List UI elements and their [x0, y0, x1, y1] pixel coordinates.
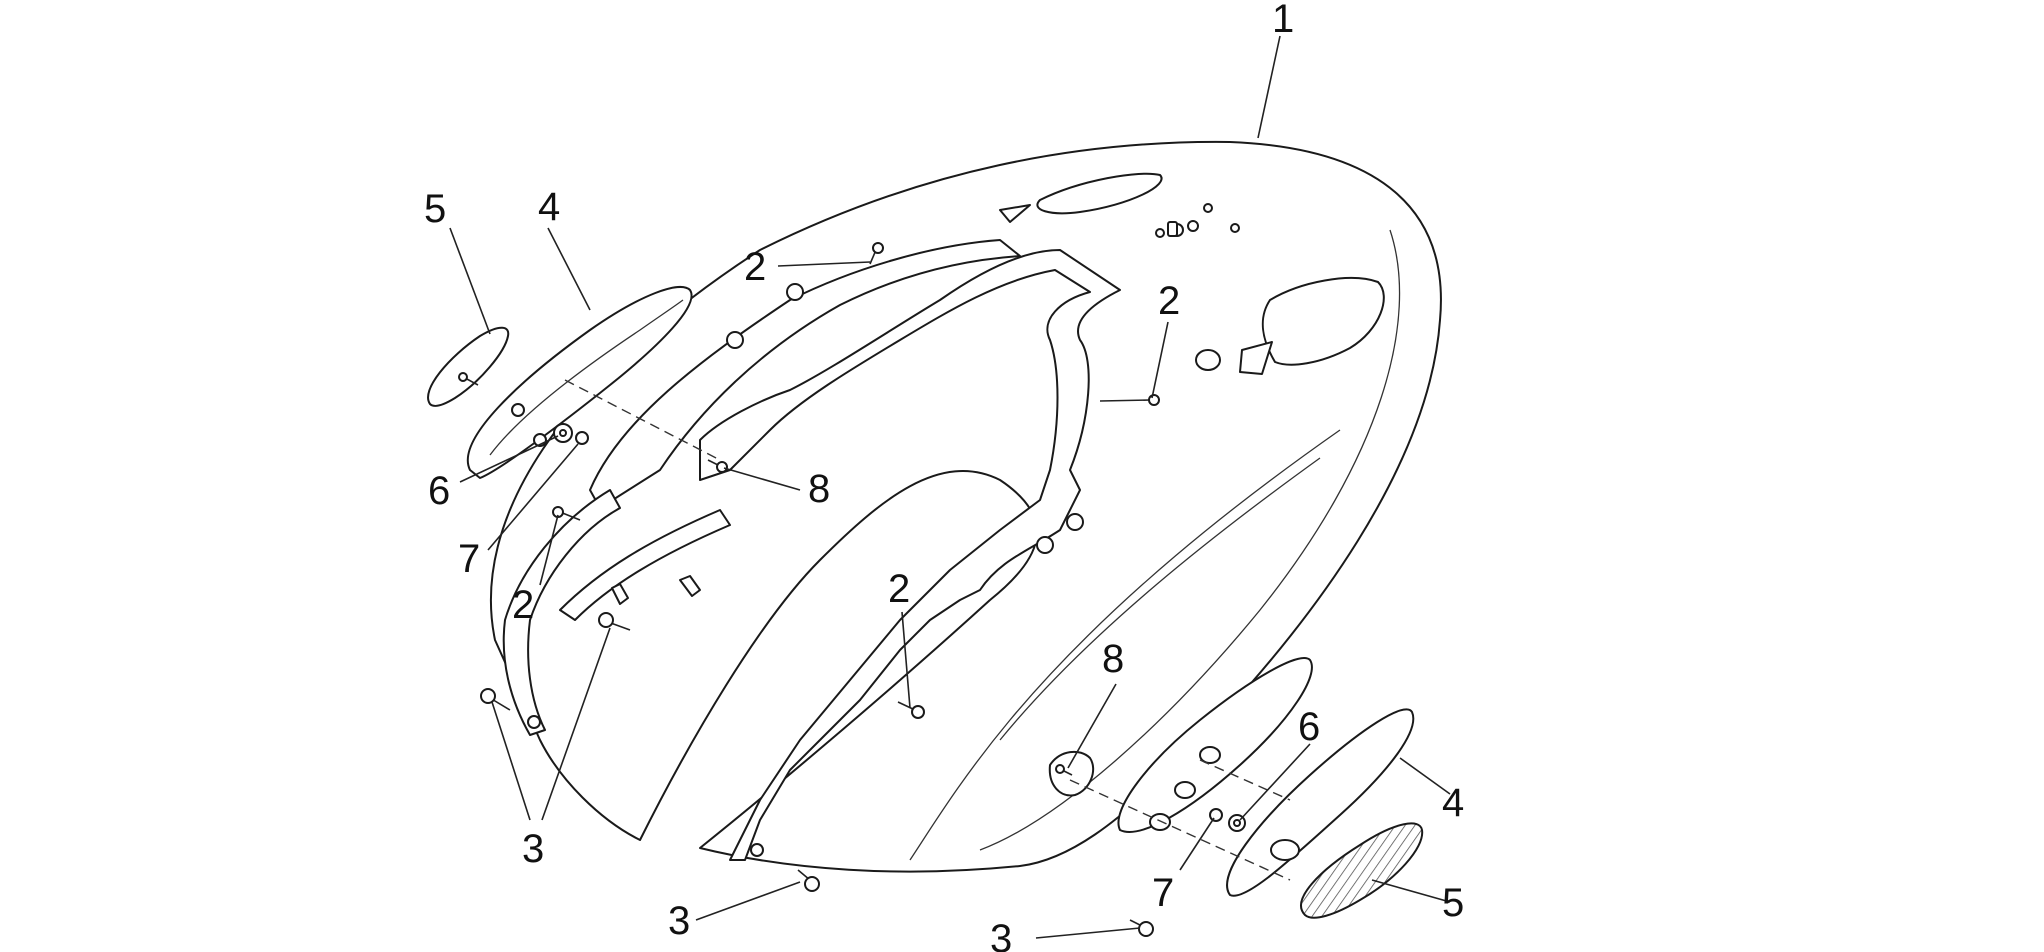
callout-2-left: 2 [512, 583, 534, 627]
callout-1: 1 [1272, 0, 1294, 41]
callout-3-bottom: 3 [990, 917, 1012, 952]
left-reflector-lens [427, 326, 510, 407]
callout-labels: 1 2 2 2 2 3 3 3 4 4 5 5 6 6 7 7 8 8 [424, 0, 1464, 952]
screw-8-left [707, 459, 728, 473]
callout-5-left: 5 [424, 187, 446, 231]
fasteners [458, 242, 1246, 937]
callout-4-right: 4 [1442, 781, 1464, 825]
right-clip [1048, 750, 1095, 797]
callout-7-left: 7 [458, 537, 480, 581]
rear-fairing-body [490, 140, 1442, 873]
callout-5-right: 5 [1442, 881, 1464, 925]
screw-3-d [1129, 919, 1154, 937]
right-reflector-lens [1300, 822, 1424, 919]
callout-6-right: 6 [1298, 705, 1320, 749]
screw-8-right [1055, 764, 1073, 776]
callout-2-right: 2 [1158, 279, 1180, 323]
callout-8-left: 8 [808, 467, 830, 511]
callout-8-right: 8 [1102, 637, 1124, 681]
screw-2-lower [897, 701, 925, 719]
screw-2-right [1099, 394, 1160, 406]
screw-3-b [598, 612, 631, 631]
screw-2-top [869, 242, 884, 265]
callout-4-left: 4 [538, 185, 560, 229]
callout-3-bottom-left: 3 [668, 899, 690, 943]
callout-6-left: 6 [428, 469, 450, 513]
right-reflector-bracket [1117, 657, 1415, 897]
callout-3-left: 3 [522, 827, 544, 871]
callout-2-top: 2 [744, 245, 766, 289]
screw-3-a [480, 688, 511, 711]
callout-7-right: 7 [1152, 871, 1174, 915]
inner-frame-flange [502, 239, 1121, 861]
callout-2-lower: 2 [888, 567, 910, 611]
screw-3-c [797, 869, 820, 892]
leader-lines [449, 35, 1451, 939]
